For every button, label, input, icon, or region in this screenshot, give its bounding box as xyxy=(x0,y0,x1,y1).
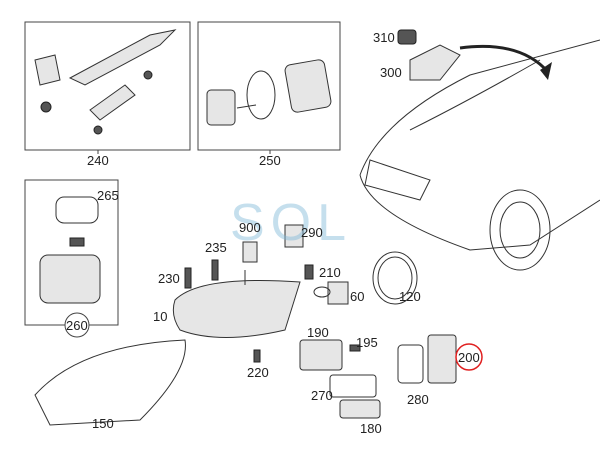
igniter-kit-260 xyxy=(39,196,101,304)
bulb-60 xyxy=(313,281,349,305)
part-label-10: 10 xyxy=(153,309,167,324)
kit-box-250 xyxy=(197,21,341,151)
part-label-260: 260 xyxy=(66,318,88,333)
location-arrow xyxy=(459,44,550,73)
part-label-240: 240 xyxy=(87,153,109,168)
gasket-280 xyxy=(397,344,424,384)
bolts-230-235 xyxy=(184,259,219,289)
control-unit-200 xyxy=(427,334,457,384)
screw-195 xyxy=(349,344,361,352)
ballast-190 xyxy=(299,339,343,371)
bracket-kit-240 xyxy=(34,29,177,135)
part-label-235: 235 xyxy=(205,240,227,255)
lens-150 xyxy=(34,339,186,426)
part-label-265: 265 xyxy=(97,188,119,203)
adapter-kit-250 xyxy=(206,59,332,126)
module-900 xyxy=(242,241,258,263)
part-label-280: 280 xyxy=(407,392,429,407)
part-label-200: 200 xyxy=(458,350,480,365)
part-label-230: 230 xyxy=(158,271,180,286)
screw-220 xyxy=(253,349,261,363)
part-label-270: 270 xyxy=(311,388,333,403)
label-290 xyxy=(284,224,304,248)
highlight-circle-200 xyxy=(455,343,483,371)
part-label-310: 310 xyxy=(373,30,395,45)
part-label-150: 150 xyxy=(92,416,114,431)
arrow-head-icon xyxy=(540,62,552,80)
part-label-190: 190 xyxy=(307,325,329,340)
part-label-180: 180 xyxy=(360,421,382,436)
screw-210 xyxy=(304,264,314,280)
vehicle-outline xyxy=(359,39,600,271)
part-label-290: 290 xyxy=(301,225,323,240)
label-circle-260 xyxy=(64,312,90,338)
part-label-210: 210 xyxy=(319,265,341,280)
headlamp-10 xyxy=(172,270,301,338)
part-label-300: 300 xyxy=(380,65,402,80)
part-label-120: 120 xyxy=(399,289,421,304)
part-label-195: 195 xyxy=(356,335,378,350)
part-label-60: 60 xyxy=(350,289,364,304)
part-label-220: 220 xyxy=(247,365,269,380)
part-label-250: 250 xyxy=(259,153,281,168)
cap-120 xyxy=(372,251,418,305)
gasket-270 xyxy=(329,374,377,398)
watermark: SOL xyxy=(230,194,352,252)
module-180 xyxy=(339,399,381,419)
part-label-900: 900 xyxy=(239,220,261,235)
sensor-300-310 xyxy=(397,29,461,81)
kit-box-240 xyxy=(24,21,191,151)
